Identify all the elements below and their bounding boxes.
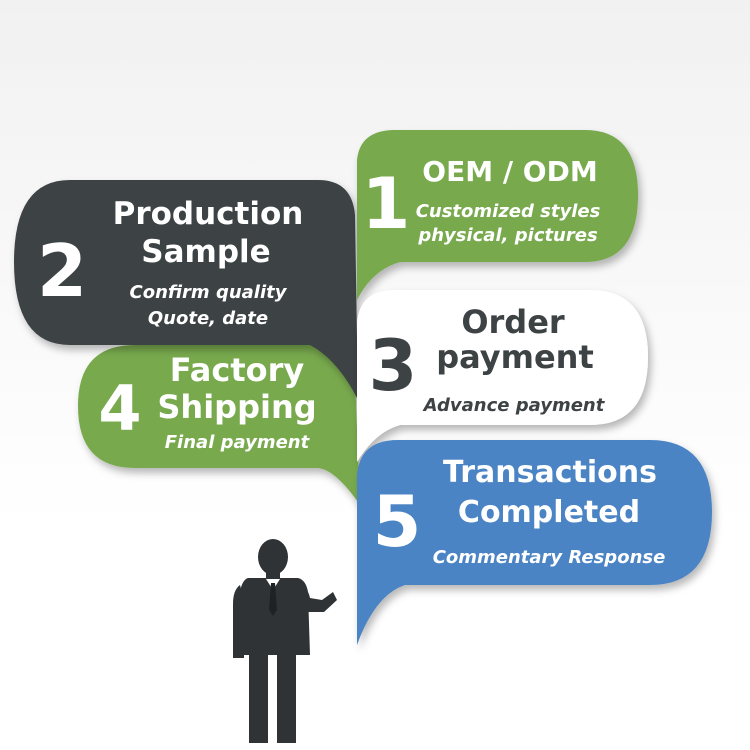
step-4-sub-line1: Final payment xyxy=(165,432,311,453)
step-5-title-line1: Transactions xyxy=(443,455,657,490)
step-1-sub-line1: Customized styles xyxy=(416,201,601,222)
step-5-shape xyxy=(357,440,712,645)
step-2-number: 2 xyxy=(37,229,87,313)
step-1-number: 1 xyxy=(362,163,411,245)
step-3-title-line1: Order xyxy=(461,303,565,341)
step-2-title-line1: Production xyxy=(113,196,304,232)
step-4-shape xyxy=(78,345,360,505)
step-2-sub-line2: Quote, date xyxy=(148,308,268,329)
step-1-sub-line2: physical, pictures xyxy=(417,225,598,246)
step-4-title-line2: Shipping xyxy=(157,388,316,426)
step-4-title-line1: Factory xyxy=(170,351,305,389)
step-3-shape xyxy=(357,290,648,462)
businessman-icon xyxy=(233,539,337,743)
step-5-sub-line1: Commentary Response xyxy=(433,547,666,568)
step-1-shape xyxy=(357,130,638,300)
step-1-title-line1: OEM / ODM xyxy=(422,155,597,188)
step-3-title-line2: payment xyxy=(436,338,594,376)
step-1-bubble: 1 OEM / ODM Customized styles physical, … xyxy=(357,130,638,300)
step-3-number: 3 xyxy=(369,325,418,407)
step-4-bubble: 4 Factory Shipping Final payment xyxy=(78,345,360,505)
step-3-bubble: 3 Order payment Advance payment xyxy=(357,290,648,462)
step-2-bubble: 2 Production Sample Confirm quality Quot… xyxy=(14,180,358,400)
step-2-title-line2: Sample xyxy=(141,234,270,270)
step-5-number: 5 xyxy=(373,481,422,563)
step-2-sub-line1: Confirm quality xyxy=(130,282,288,303)
step-5-bubble: 5 Transactions Completed Commentary Resp… xyxy=(357,440,712,645)
step-5-title-line2: Completed xyxy=(458,495,640,530)
step-4-number: 4 xyxy=(98,372,141,445)
step-3-sub-line1: Advance payment xyxy=(422,395,606,416)
step-2-shape xyxy=(14,180,358,400)
